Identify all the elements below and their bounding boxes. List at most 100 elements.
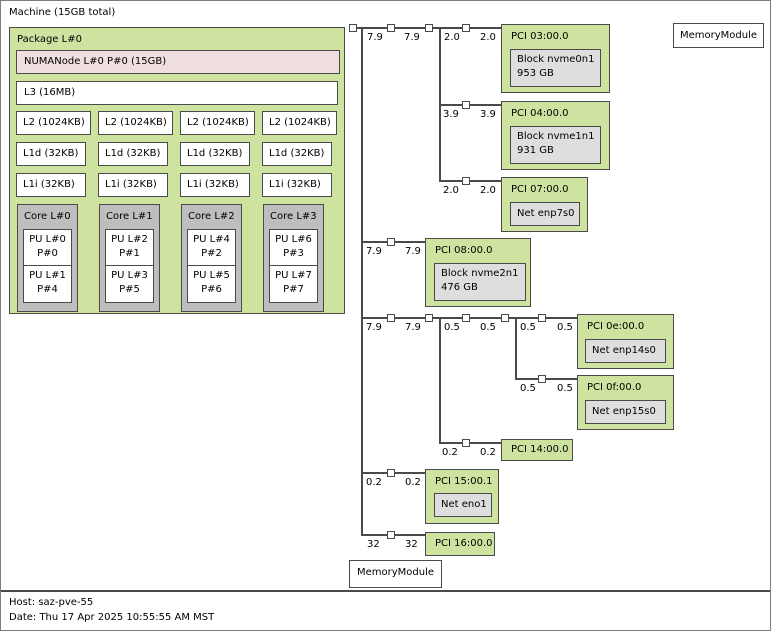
l1i-cache-label: L1i (32KB) bbox=[23, 179, 75, 190]
pu-label: PU L#1 bbox=[29, 270, 66, 281]
legend-separator bbox=[1, 590, 770, 592]
link-speed-label: 3.9 bbox=[443, 109, 459, 120]
pu-box: PU L#2 P#1 bbox=[105, 229, 154, 266]
pu-pnum: P#6 bbox=[201, 284, 222, 295]
link-speed-label: 2.0 bbox=[480, 32, 496, 43]
block-device-box: Block nvme1n1 931 GB bbox=[510, 126, 601, 164]
pci-connector-square bbox=[387, 531, 395, 539]
pci-link-line bbox=[439, 27, 501, 29]
core-box: Core L#1 PU L#2 P#1 PU L#3 P#5 bbox=[99, 204, 160, 312]
l2-cache-box: L2 (1024KB) bbox=[98, 111, 173, 135]
net-device-name: Net eno1 bbox=[441, 499, 487, 510]
net-device-box: Net enp15s0 bbox=[585, 400, 666, 424]
pu-pnum: P#7 bbox=[283, 284, 304, 295]
core-box: Core L#0 PU L#0 P#0 PU L#1 P#4 bbox=[17, 204, 78, 312]
l1i-cache-box: L1i (32KB) bbox=[98, 173, 168, 197]
pci-connector-square bbox=[538, 314, 546, 322]
link-speed-label: 7.9 bbox=[405, 246, 421, 257]
l2-cache-label: L2 (1024KB) bbox=[23, 117, 85, 128]
pci-link-line bbox=[361, 317, 441, 319]
l1i-cache-box: L1i (32KB) bbox=[180, 173, 250, 197]
l1d-cache-box: L1d (32KB) bbox=[262, 142, 332, 166]
block-device-box: Block nvme0n1 953 GB bbox=[510, 49, 601, 87]
link-speed-label: 0.2 bbox=[442, 447, 458, 458]
pci-device-box-0f: PCI 0f:00.0 Net enp15s0 bbox=[577, 375, 674, 430]
pu-pnum: P#0 bbox=[37, 248, 58, 259]
numanode-box: NUMANode L#0 P#0 (15GB) bbox=[16, 50, 340, 74]
pci-device-label: PCI 0f:00.0 bbox=[587, 382, 642, 393]
pci-connector-square bbox=[462, 439, 470, 447]
block-device-size: 476 GB bbox=[441, 282, 478, 293]
pci-device-label: PCI 15:00.1 bbox=[435, 476, 493, 487]
l1d-cache-box: L1d (32KB) bbox=[98, 142, 168, 166]
link-speed-label: 0.5 bbox=[520, 383, 536, 394]
pci-link-line bbox=[515, 378, 577, 380]
pci-device-label: PCI 14:00.0 bbox=[511, 444, 569, 455]
l1i-cache-box: L1i (32KB) bbox=[262, 173, 332, 197]
link-speed-label: 7.9 bbox=[366, 246, 382, 257]
link-speed-label: 0.2 bbox=[366, 477, 382, 488]
pci-device-box-14: PCI 14:00.0 bbox=[501, 439, 573, 461]
pu-pnum: P#1 bbox=[119, 248, 140, 259]
core-box: Core L#2 PU L#4 P#2 PU L#5 P#6 bbox=[181, 204, 242, 312]
l1i-cache-label: L1i (32KB) bbox=[187, 179, 239, 190]
pci-connector-square bbox=[425, 314, 433, 322]
net-device-box: Net enp14s0 bbox=[585, 339, 666, 363]
pu-label: PU L#7 bbox=[275, 270, 312, 281]
pci-connector-square bbox=[387, 238, 395, 246]
net-device-name: Net enp14s0 bbox=[592, 345, 656, 356]
legend-date: Date: Thu 17 Apr 2025 10:55:55 AM MST bbox=[9, 612, 215, 623]
core-label: Core L#1 bbox=[106, 211, 153, 222]
l3-cache-label: L3 (16MB) bbox=[24, 87, 76, 98]
pu-box: PU L#7 P#7 bbox=[269, 265, 318, 303]
l2-cache-label: L2 (1024KB) bbox=[269, 117, 331, 128]
pu-box: PU L#6 P#3 bbox=[269, 229, 318, 266]
block-device-name: Block nvme0n1 bbox=[517, 54, 595, 65]
core-label: Core L#3 bbox=[270, 211, 317, 222]
link-speed-label: 7.9 bbox=[367, 32, 383, 43]
l1d-cache-box: L1d (32KB) bbox=[16, 142, 86, 166]
link-speed-label: 32 bbox=[367, 539, 380, 550]
pci-trunk-line bbox=[361, 27, 363, 536]
link-speed-label: 2.0 bbox=[443, 185, 459, 196]
l1d-cache-label: L1d (32KB) bbox=[187, 148, 243, 159]
machine-label: Machine (15GB total) bbox=[9, 7, 116, 18]
block-device-name: Block nvme2n1 bbox=[441, 268, 519, 279]
link-speed-label: 0.5 bbox=[557, 383, 573, 394]
block-device-size: 931 GB bbox=[517, 145, 554, 156]
pci-link-line bbox=[439, 104, 501, 106]
pci-link-line bbox=[515, 317, 577, 319]
link-speed-label: 0.2 bbox=[480, 447, 496, 458]
pu-box: PU L#0 P#0 bbox=[23, 229, 72, 266]
block-device-size: 953 GB bbox=[517, 68, 554, 79]
pci-device-box-15: PCI 15:00.1 Net eno1 bbox=[425, 469, 499, 524]
pci-connector-square bbox=[462, 24, 470, 32]
pci-branch-line bbox=[439, 317, 441, 444]
pci-link-line bbox=[349, 27, 441, 29]
pu-box: PU L#5 P#6 bbox=[187, 265, 236, 303]
l1d-cache-box: L1d (32KB) bbox=[180, 142, 250, 166]
pu-label: PU L#2 bbox=[111, 234, 148, 245]
pci-connector-square bbox=[462, 314, 470, 322]
link-speed-label: 0.2 bbox=[405, 477, 421, 488]
l2-cache-box: L2 (1024KB) bbox=[262, 111, 337, 135]
memory-module-box: MemoryModule bbox=[349, 560, 442, 588]
pci-link-line bbox=[439, 180, 501, 182]
core-box: Core L#3 PU L#6 P#3 PU L#7 P#7 bbox=[263, 204, 324, 312]
pu-pnum: P#3 bbox=[283, 248, 304, 259]
pci-connector-square bbox=[462, 177, 470, 185]
net-device-box: Net eno1 bbox=[434, 493, 492, 517]
pci-connector-square bbox=[462, 101, 470, 109]
package-label: Package L#0 bbox=[17, 34, 82, 45]
pci-device-label: PCI 08:00.0 bbox=[435, 245, 493, 256]
pci-device-box-07: PCI 07:00.0 Net enp7s0 bbox=[501, 177, 588, 232]
net-device-name: Net enp15s0 bbox=[592, 406, 656, 417]
link-speed-label: 7.9 bbox=[404, 32, 420, 43]
pci-device-box-03: PCI 03:00.0 Block nvme0n1 953 GB bbox=[501, 24, 610, 93]
memory-module-box: MemoryModule bbox=[673, 23, 764, 48]
pci-device-label: PCI 04:00.0 bbox=[511, 108, 569, 119]
legend-host: Host: saz-pve-55 bbox=[9, 597, 94, 608]
core-label: Core L#2 bbox=[188, 211, 235, 222]
l3-cache-box: L3 (16MB) bbox=[16, 81, 338, 105]
